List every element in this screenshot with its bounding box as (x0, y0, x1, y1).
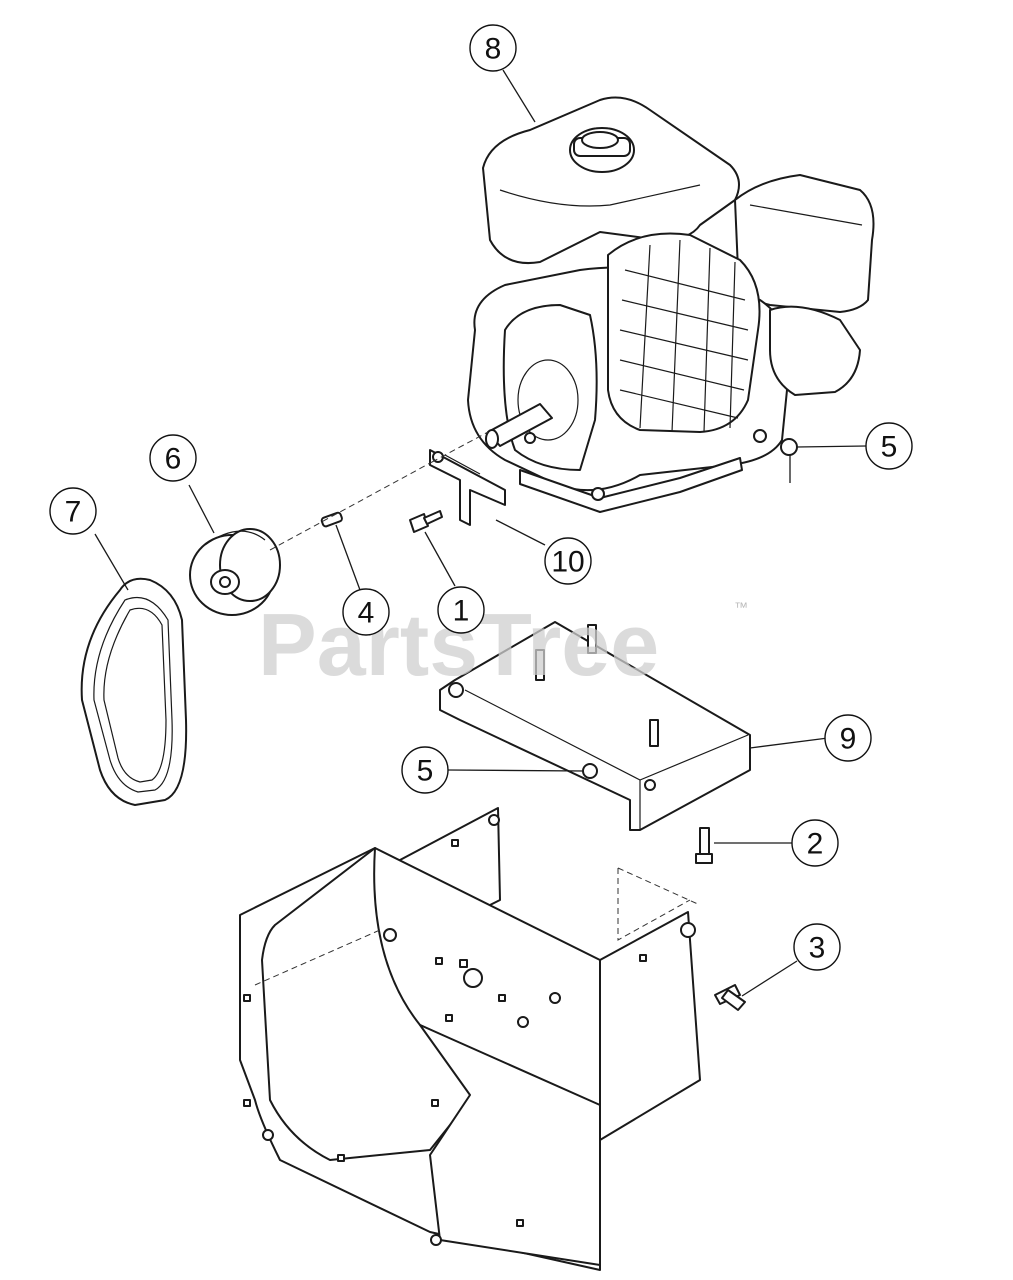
callout-6: 6 (149, 434, 197, 482)
watermark-trademark: ™ (734, 599, 748, 615)
svg-text:5: 5 (881, 431, 898, 464)
svg-text:3: 3 (809, 932, 826, 965)
mounting-plate-drawing (439, 621, 751, 831)
svg-text:10: 10 (551, 546, 584, 579)
svg-text:2: 2 (807, 828, 824, 861)
pulley-drawing (189, 528, 281, 616)
callout-2: 2 (791, 819, 839, 867)
bolt-3-drawing (714, 984, 746, 1011)
callout-9: 9 (824, 714, 872, 762)
callout-5-engine: 5 (865, 422, 913, 470)
bolt-2-drawing (695, 827, 713, 864)
engine-bracket-drawing (429, 449, 506, 526)
bolt-1-drawing (409, 510, 443, 533)
engine-drawing (467, 96, 875, 513)
callout-5-plate: 5 (401, 746, 449, 794)
svg-text:1: 1 (453, 595, 470, 628)
callout-3: 3 (793, 923, 841, 971)
v-belt-drawing (80, 577, 188, 806)
svg-text:8: 8 (485, 33, 502, 66)
svg-text:7: 7 (65, 496, 82, 529)
callout-1: 1 (437, 586, 485, 634)
svg-text:6: 6 (165, 443, 182, 476)
callout-8: 8 (469, 24, 517, 72)
callout-4: 4 (342, 588, 390, 636)
assembly-lines (254, 431, 701, 986)
nut-5-drawing (780, 438, 798, 456)
svg-text:5: 5 (417, 755, 434, 788)
svg-text:4: 4 (358, 597, 375, 630)
callout-10: 10 (544, 537, 592, 585)
leader-lines (94, 69, 867, 997)
key-drawing (320, 511, 343, 528)
frame-housing-drawing (239, 807, 701, 1271)
svg-text:9: 9 (840, 723, 857, 756)
callout-7: 7 (49, 487, 97, 535)
